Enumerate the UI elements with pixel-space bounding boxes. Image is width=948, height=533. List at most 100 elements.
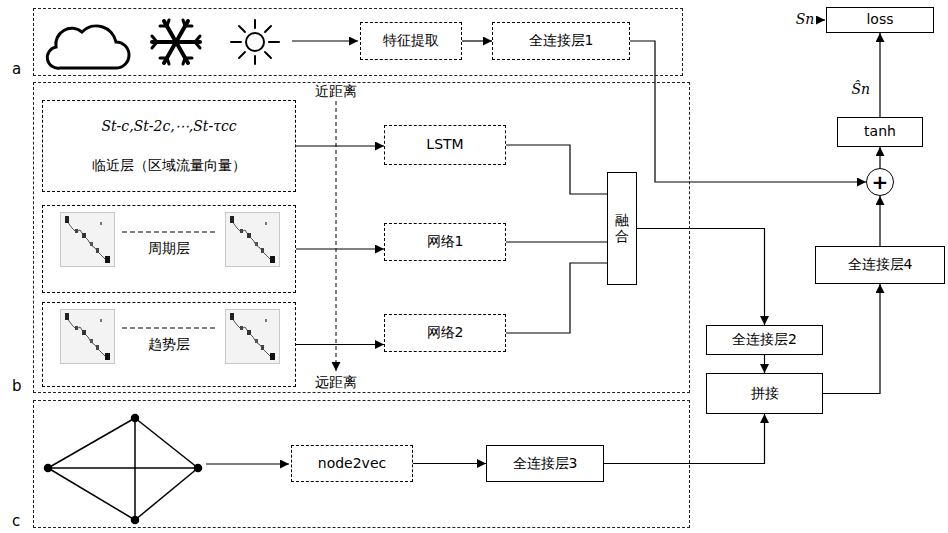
illustration-part: [47, 26, 129, 68]
process-box: 全连接层4: [815, 246, 945, 284]
illustration-part: [160, 58, 169, 64]
illustration-part: [152, 36, 157, 48]
illustration-part: [195, 465, 202, 472]
node-text: 周期层: [148, 240, 190, 258]
illustration-part: [183, 20, 192, 26]
node-text: 特征提取: [383, 32, 439, 50]
process-box: 拼接: [706, 373, 823, 414]
node-text: +: [872, 172, 889, 192]
input-region: bSt-c,St-2c,⋯,St-τcc临近层（区域流量向量）周期层趋势层LST…: [33, 82, 690, 393]
distance-arrow: [336, 101, 337, 371]
fusion-box: 融合: [607, 172, 637, 285]
node-text: 拼接: [751, 385, 779, 403]
illustration-part: [239, 26, 245, 32]
snowflake-icon: [152, 20, 200, 64]
connector-arrow: [413, 463, 486, 464]
illustration-part: [265, 52, 271, 58]
sun-icon: [231, 20, 279, 64]
connector-arrow: [879, 196, 880, 246]
edge-label: Ŝn: [849, 81, 872, 98]
connector-arrow: [637, 229, 765, 326]
connector-arrow: [764, 355, 765, 373]
process-box: 网络1: [384, 223, 506, 261]
illustration-part: [160, 20, 169, 26]
illustration-part: [269, 41, 279, 43]
target-arrow: [817, 19, 825, 20]
loss-box: loss: [826, 7, 934, 33]
node-text: 网络2: [427, 324, 464, 342]
sum-circle: +: [866, 168, 894, 196]
layer-box: St-c,St-2c,⋯,St-τcc 临近层（区域流量向量）: [42, 100, 296, 192]
connector-arrow: [506, 241, 607, 242]
process-box: 网络2: [384, 314, 506, 352]
connector-arrow: [879, 33, 880, 117]
input-region: a特征提取全连接层1: [33, 8, 683, 76]
node-text: 趋势层: [148, 336, 190, 354]
connector-arrow: [879, 147, 880, 168]
connector-arrow: [462, 40, 492, 41]
node-text: tanh: [864, 123, 896, 141]
connector-arrow: [506, 145, 607, 194]
connector-arrow: [506, 263, 607, 333]
region-letter: c: [12, 512, 20, 531]
connector-arrow: [296, 248, 384, 249]
connector-arrow: [604, 414, 765, 464]
connector-arrow: [823, 284, 880, 394]
illustration-part: [246, 33, 264, 51]
illustration-part: [48, 467, 198, 469]
input-arrow: [206, 463, 289, 464]
process-box: tanh: [837, 117, 923, 147]
node-text: 网络1: [427, 233, 464, 251]
region-letter: b: [12, 377, 22, 396]
illustration-part: [122, 328, 218, 329]
process-box: 全连接层1: [492, 22, 630, 60]
illustration-part: [254, 20, 256, 28]
node-text: 全连接层2: [732, 331, 797, 349]
illustration-part: [134, 418, 136, 520]
node-text: 全连接层3: [513, 455, 578, 473]
illustration-part: [135, 468, 198, 520]
illustration-part: [61, 310, 115, 364]
node-text: 全连接层1: [529, 32, 594, 50]
connector-arrow: [296, 145, 384, 146]
node-text: 临近层（区域流量向量）: [92, 157, 246, 175]
distance-label: 近距离: [313, 83, 359, 100]
illustration-part: [183, 58, 192, 64]
input-region: cnode2vec全连接层3: [33, 400, 690, 528]
symbol-label: Sn: [794, 11, 817, 28]
input-arrow: [292, 40, 358, 41]
illustration-part: [61, 213, 115, 267]
cloud-icon: [47, 26, 129, 68]
connector-arrow: [296, 344, 384, 345]
illustration-part: [45, 465, 52, 472]
illustration-part: [254, 56, 256, 64]
graph-icon: [45, 415, 202, 524]
illustration-part: [132, 415, 139, 422]
distance-label: 远距离: [313, 374, 359, 391]
process-box: 特征提取: [360, 22, 462, 60]
illustration-part: [48, 418, 135, 468]
heatmap-image: [61, 213, 280, 364]
region-letter: a: [12, 60, 21, 79]
illustration-part: [122, 232, 218, 233]
process-box: node2vec: [291, 445, 413, 482]
node-text: LSTM: [426, 136, 463, 154]
node-text: 融合: [615, 213, 629, 244]
illustration-part: [226, 213, 280, 267]
node-text: St-c,St-2c,⋯,St-τcc: [101, 118, 236, 136]
process-box: LSTM: [384, 125, 506, 165]
node-text: 全连接层4: [848, 256, 913, 274]
layer-box: 周期层: [42, 205, 296, 293]
connector-arrow: [630, 41, 866, 182]
node-text: node2vec: [318, 455, 386, 473]
layer-box: 趋势层: [42, 302, 296, 387]
illustration-part: [239, 52, 245, 58]
process-box: 全连接层2: [706, 325, 823, 355]
illustration-part: [48, 468, 135, 520]
illustration-part: [231, 41, 241, 43]
process-box: 全连接层3: [486, 445, 604, 482]
illustration-part: [265, 26, 271, 32]
